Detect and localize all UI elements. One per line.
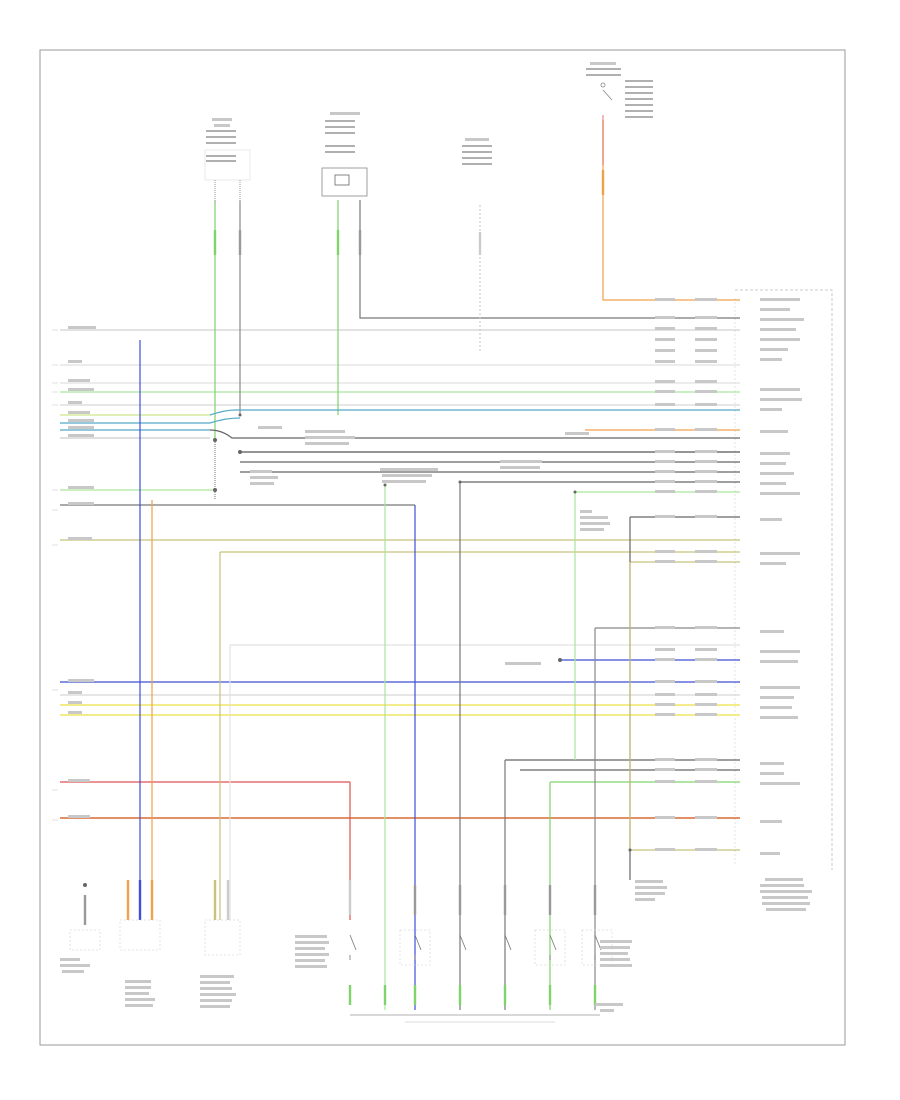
pcm-module-outline: [735, 289, 833, 870]
bottom-left-connectors: [69, 919, 241, 956]
top-relay: [586, 68, 653, 118]
bottom-switches: [349, 929, 613, 966]
diagram-frame: [39, 49, 846, 1046]
splice-points: [83, 413, 632, 887]
top-sensor-1: [204, 130, 251, 205]
left-connector-pins: [52, 329, 58, 821]
horizontal-wires: [60, 329, 740, 851]
top-sensor-3: [462, 145, 492, 165]
ground-bus: [350, 1014, 600, 1023]
illegible-labels: [60, 62, 812, 1012]
top-sensor-2: [321, 120, 368, 197]
wire-tags: [83, 170, 605, 1005]
vertical-wires: [139, 115, 740, 1010]
